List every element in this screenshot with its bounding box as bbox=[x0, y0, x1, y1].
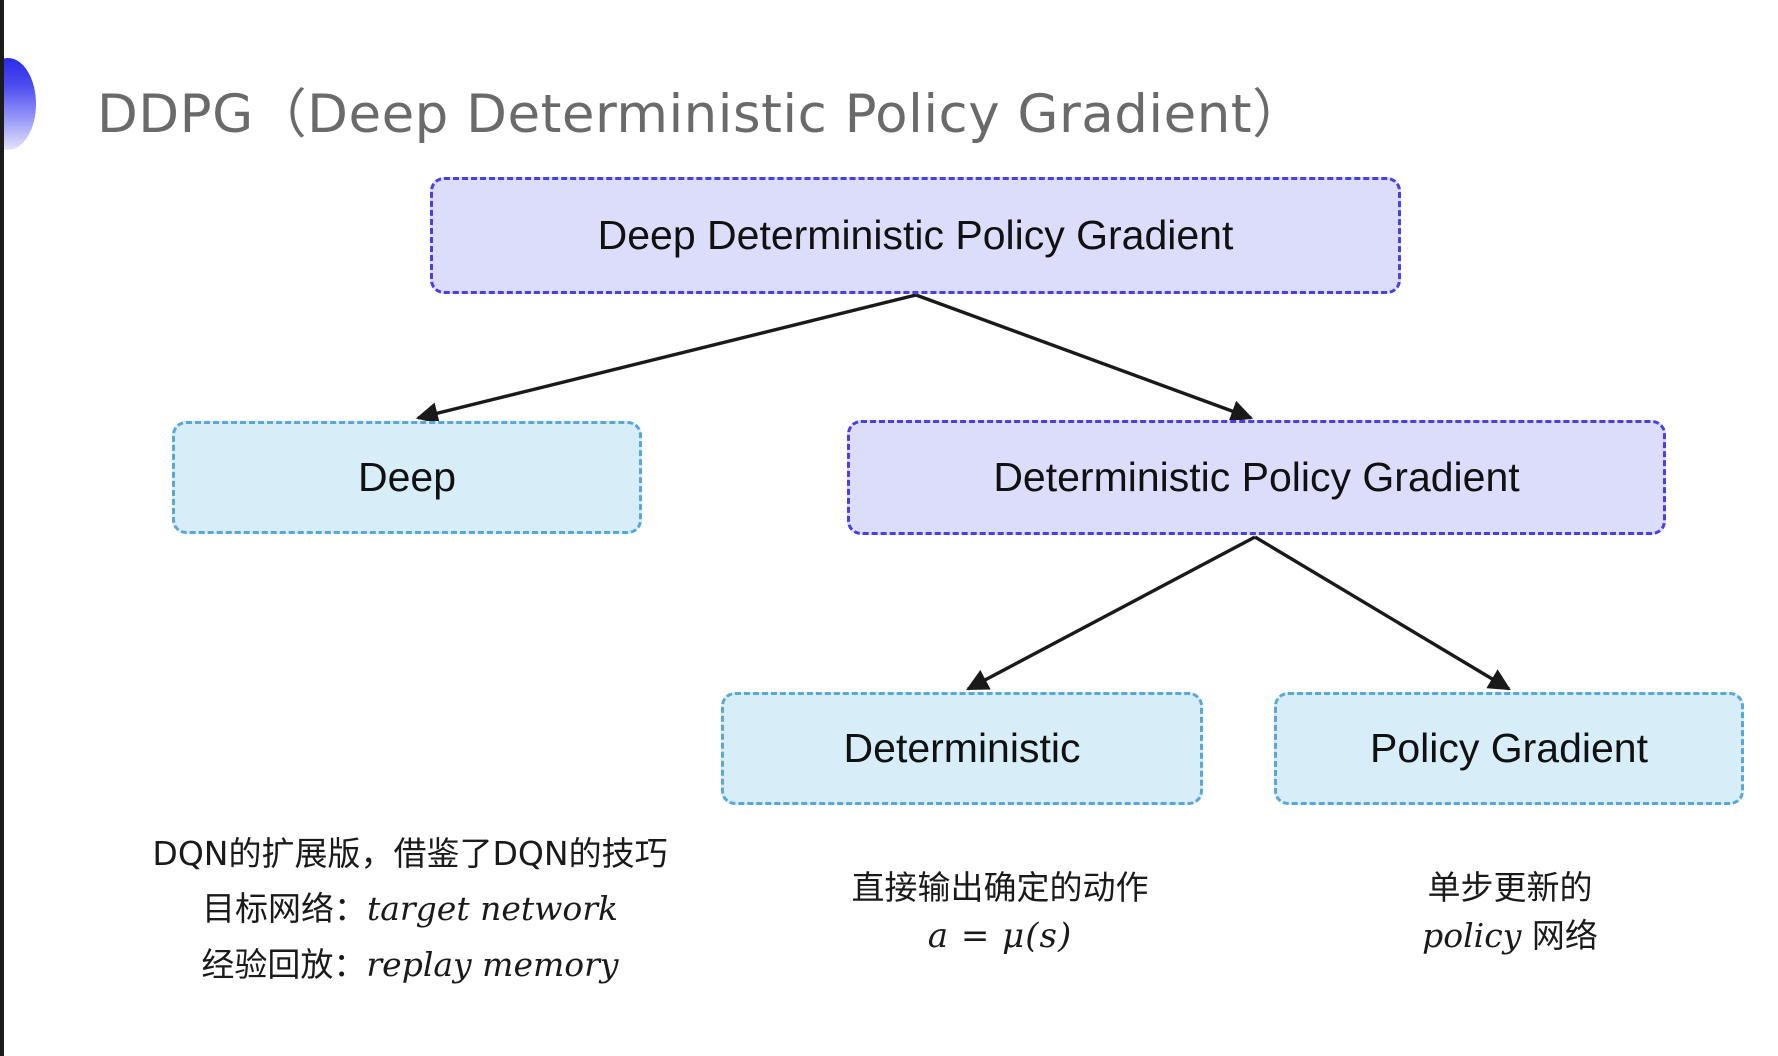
edge-root-to-dpg bbox=[915, 293, 1254, 422]
caption-deep-line3-label: 经验回放： bbox=[201, 944, 367, 984]
caption-deterministic-line1: 直接输出确定的动作 bbox=[851, 868, 1149, 907]
caption-deterministic-formula: a = μ(s) bbox=[927, 915, 1073, 956]
slide-left-edge-band bbox=[0, 0, 4, 1056]
caption-deep-line2-term: target network bbox=[366, 889, 619, 929]
page-title: DDPG（Deep Deterministic Policy Gradient） bbox=[97, 84, 1306, 145]
title-bullet-circle-icon bbox=[0, 58, 36, 150]
caption-deep-line3-term: replay memory bbox=[366, 944, 619, 984]
caption-deep-block: DQN的扩展版，借鉴了DQN的技巧 目标网络：target network 经验… bbox=[100, 826, 720, 992]
node-deterministic-policy-gradient[interactable]: Deterministic Policy Gradient bbox=[847, 420, 1666, 535]
caption-deep-line2: 目标网络：target network bbox=[100, 881, 720, 936]
edge-root-to-deep bbox=[415, 293, 917, 424]
caption-policy-gradient-line1: 单步更新的 bbox=[1427, 868, 1593, 907]
edge-dpg-to-deterministic bbox=[966, 535, 1256, 691]
caption-policy-gradient-block: 单步更新的 policy 网络 bbox=[1320, 864, 1700, 960]
node-deterministic[interactable]: Deterministic bbox=[721, 692, 1203, 805]
caption-deep-line1: DQN的扩展版，借鉴了DQN的技巧 bbox=[152, 834, 668, 873]
caption-policy-gradient-suffix: 网络 bbox=[1521, 915, 1598, 955]
caption-deterministic-block: 直接输出确定的动作 a = μ(s) bbox=[790, 864, 1210, 961]
caption-policy-gradient-term: policy bbox=[1422, 915, 1522, 955]
node-policy-gradient[interactable]: Policy Gradient bbox=[1274, 692, 1744, 805]
edge-dpg-to-policy-gradient bbox=[1254, 535, 1511, 691]
caption-deep-line3: 经验回放：replay memory bbox=[100, 937, 720, 992]
node-deep-deterministic-policy-gradient[interactable]: Deep Deterministic Policy Gradient bbox=[430, 177, 1401, 294]
caption-deep-line2-label: 目标网络： bbox=[201, 889, 367, 929]
caption-policy-gradient-line2: policy 网络 bbox=[1320, 912, 1700, 960]
node-deep[interactable]: Deep bbox=[172, 421, 642, 534]
